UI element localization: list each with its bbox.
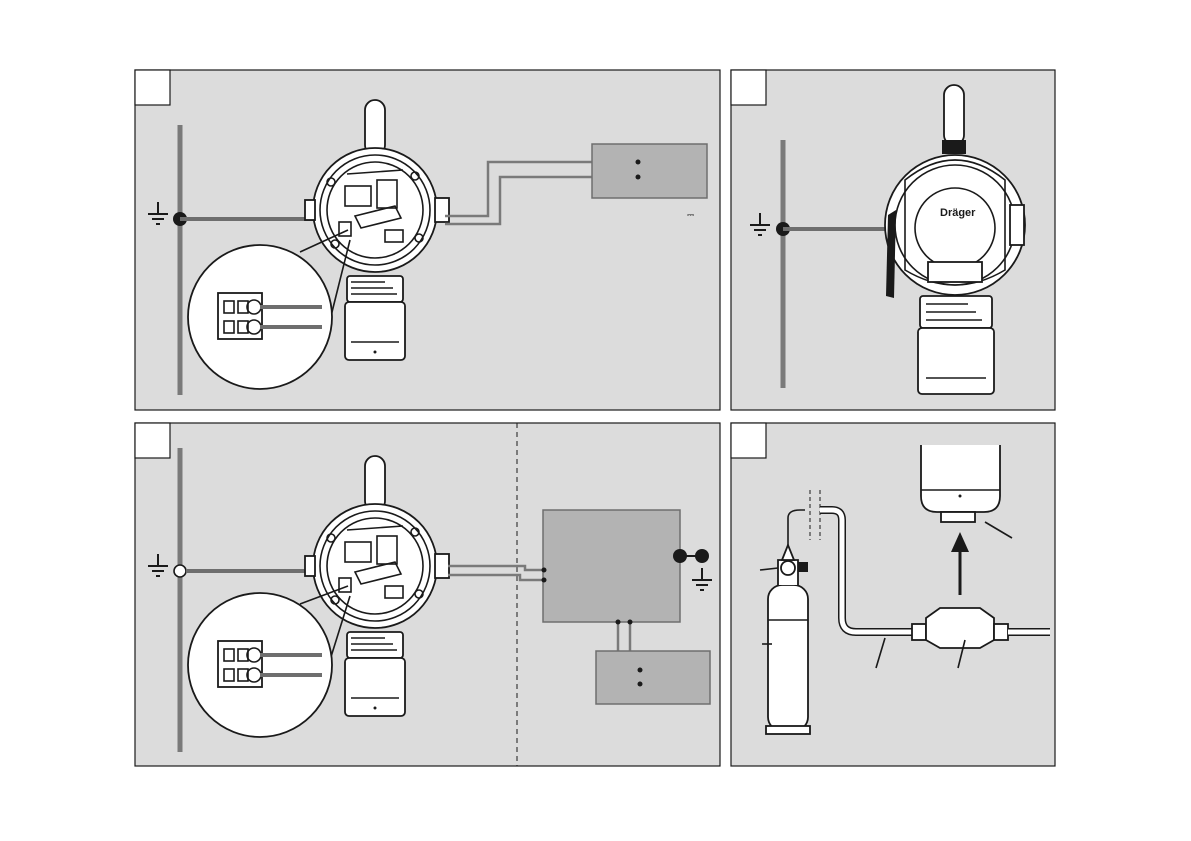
power-supply-box	[596, 651, 710, 704]
panel-bottom-left	[135, 423, 720, 766]
controller-box	[543, 510, 680, 622]
step-badge	[731, 423, 766, 458]
brand-label: Dräger	[940, 207, 976, 219]
step-badge	[731, 70, 766, 105]
terminal-zoom	[188, 245, 332, 389]
sensor-housing	[921, 445, 1000, 522]
panel-top-right: Dräger	[731, 70, 1055, 410]
terminal-zoom	[188, 593, 332, 737]
step-badge	[135, 423, 170, 458]
panel-top-left: ⎓	[135, 70, 720, 410]
power-supply-box	[592, 144, 707, 198]
step-badge	[135, 70, 170, 105]
dc-symbol: ⎓	[687, 210, 694, 220]
panel-bottom-right	[731, 423, 1055, 766]
